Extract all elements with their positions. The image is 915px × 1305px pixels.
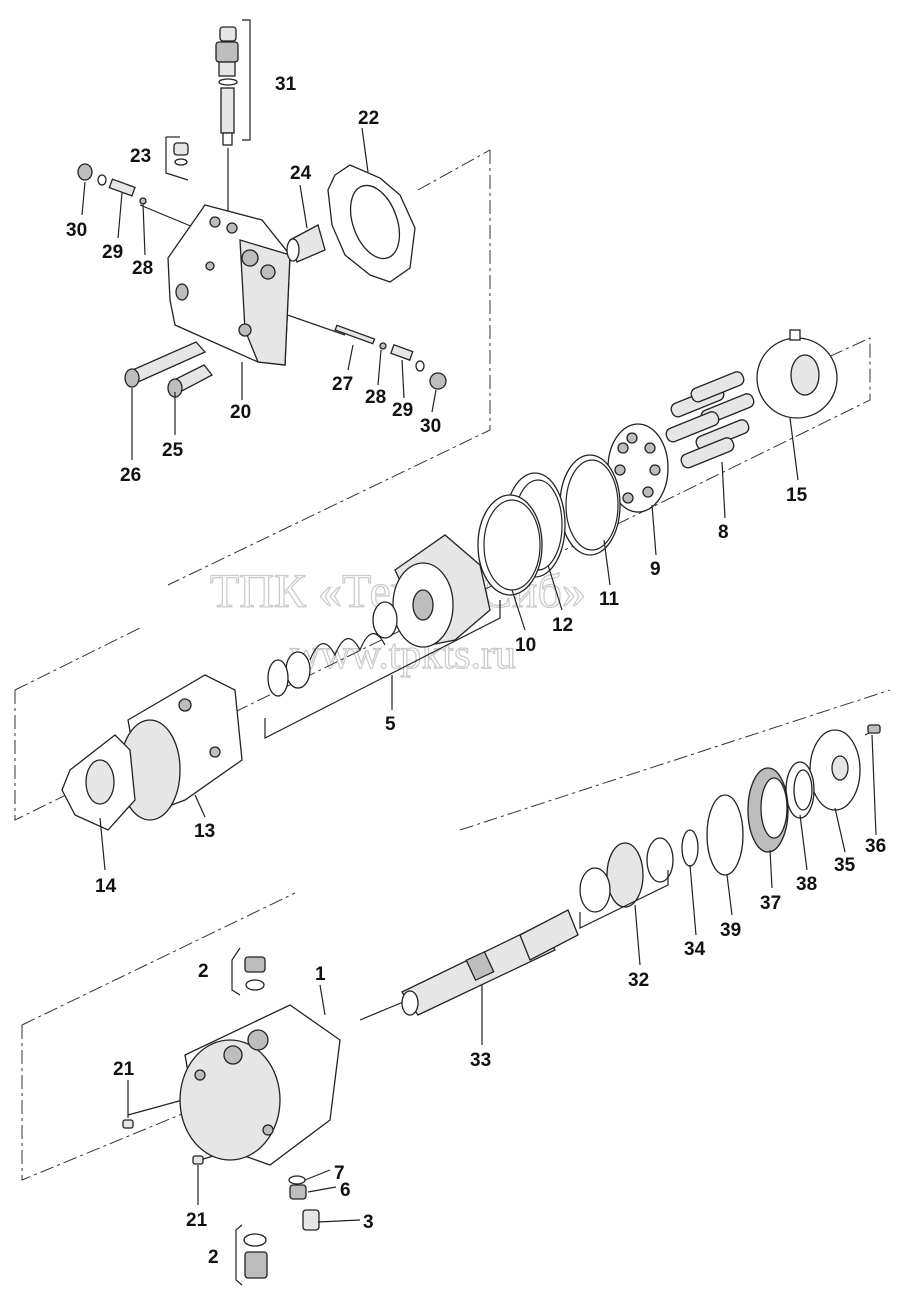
plate-14 (61, 734, 136, 831)
callout-39: 39 (720, 920, 741, 941)
frame-bottom (21, 1025, 241, 1181)
callout-5: 5 (385, 714, 396, 735)
callout-37: 37 (760, 893, 781, 914)
callout-23: 23 (130, 146, 151, 167)
callout-35: 35 (834, 855, 856, 876)
pistons-8 (665, 371, 755, 469)
callout-numbers: 31 22 23 24 30 29 28 27 28 29 30 20 25 2… (66, 74, 886, 1268)
cylinder-block-5 (264, 534, 501, 739)
callout-28-left: 28 (132, 258, 153, 279)
callout-15: 15 (786, 485, 808, 506)
assembly-frames (14, 149, 891, 1181)
valve-block-20 (167, 204, 291, 366)
spring-set-right (334, 324, 447, 390)
callout-24: 24 (290, 163, 312, 184)
watermark-url: www.tpkts.ru (290, 632, 516, 678)
callout-36: 36 (865, 836, 886, 857)
callout-31: 31 (275, 74, 297, 95)
callout-1: 1 (315, 964, 326, 985)
callout-29-left: 29 (102, 242, 123, 263)
frame-top-edge (417, 149, 491, 191)
callout-11: 11 (599, 589, 620, 610)
callout-29-right: 29 (392, 400, 413, 421)
callout-2-bottom: 2 (208, 1247, 219, 1268)
callout-22: 22 (358, 108, 379, 129)
frame-middle-edge (14, 627, 141, 691)
fittings-bottom (122, 947, 320, 1286)
callout-33: 33 (470, 1050, 491, 1071)
callout-3: 3 (363, 1212, 374, 1233)
callout-38: 38 (796, 874, 817, 895)
callout-26: 26 (120, 465, 141, 486)
callout-34: 34 (684, 939, 706, 960)
bushing-24 (286, 224, 326, 263)
callout-32: 32 (628, 970, 649, 991)
valve-cartridge-31 (215, 19, 251, 146)
frame-bottom-edge (21, 892, 296, 1026)
callout-20: 20 (230, 402, 251, 423)
leader-lines (81, 127, 877, 1223)
callout-27: 27 (332, 374, 353, 395)
gasket-22 (327, 164, 416, 283)
housing-13 (119, 674, 243, 821)
shaft-33 (401, 909, 579, 1016)
callout-9: 9 (650, 559, 661, 580)
plug-23 (165, 136, 189, 181)
callout-7: 7 (334, 1163, 345, 1184)
plate-15 (756, 329, 838, 419)
frame-middle (14, 337, 871, 821)
bearing-stack (579, 724, 881, 929)
callout-10: 10 (515, 635, 536, 656)
housing-1 (179, 1004, 341, 1166)
callout-14: 14 (95, 876, 117, 897)
rings-10-11-12 (477, 454, 621, 596)
callout-28-right: 28 (365, 387, 386, 408)
callout-30-right: 30 (420, 416, 441, 437)
spring-set-left (77, 163, 147, 205)
callout-21-lower: 21 (186, 1210, 208, 1231)
callout-13: 13 (194, 821, 215, 842)
callout-2-top: 2 (198, 961, 209, 982)
callout-21-upper: 21 (113, 1059, 135, 1080)
callout-6: 6 (340, 1180, 351, 1201)
callout-8: 8 (718, 522, 729, 543)
callout-30-left: 30 (66, 220, 87, 241)
callout-25: 25 (162, 440, 184, 461)
frame-bottom-right (459, 689, 891, 831)
frame-top (167, 150, 491, 586)
bolts-25-26 (124, 341, 213, 398)
retainer-plate-9 (607, 423, 669, 513)
callout-12: 12 (552, 615, 573, 636)
